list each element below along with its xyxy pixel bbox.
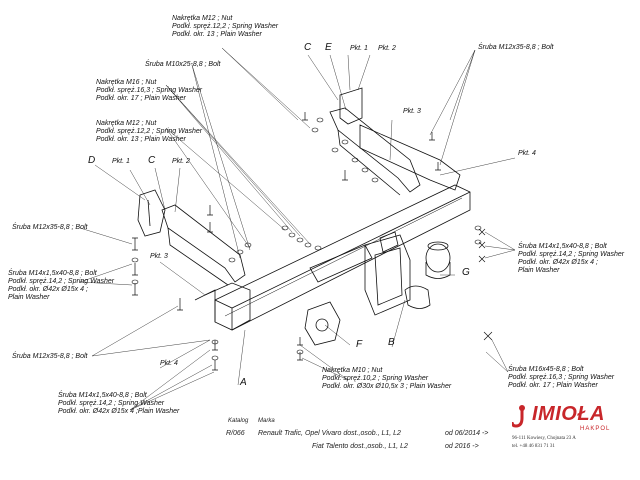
point-2-top: Pkt. 2 (378, 45, 396, 52)
part-C-left: C (148, 155, 156, 166)
vehicle-line-2: Fiat Talento dost.,osob., L1, L2 (312, 443, 408, 450)
part-A: A (240, 377, 247, 388)
catalog-number: R/066 (226, 430, 245, 437)
left-bracket-D (137, 189, 166, 237)
brand-logo: IMIOŁA (532, 403, 605, 425)
socket-plate-F (304, 301, 341, 346)
ball-mount-housing (364, 234, 411, 316)
part-E: E (325, 42, 332, 53)
part-D: D (88, 155, 96, 166)
point-1-left: Pkt. 1 (112, 158, 130, 165)
point-1-top: Pkt. 1 (350, 45, 368, 52)
katalog-header: Katalog (228, 418, 249, 424)
part-C-top: C (304, 42, 312, 53)
left-bracket-C (161, 204, 246, 283)
brand-address: 96-111 Kowiesy, Chojnata 23 A (512, 436, 576, 441)
ball-neck-B (404, 285, 431, 309)
bolts (132, 112, 493, 371)
point-4-left: Pkt. 4 (160, 360, 178, 367)
point-4-right: Pkt. 4 (518, 150, 536, 157)
label-bolt-m12-top-right: Śruba M12x35-8,8 ; Bolt (478, 44, 554, 51)
vehicle-date-2: od 2016 -> (445, 443, 479, 450)
washers (131, 117, 482, 361)
tow-ball-G (425, 243, 451, 273)
brand-subtitle: HAKPOL (580, 426, 611, 432)
marka-header: Marka (258, 418, 275, 424)
vehicle-line-1: Renault Trafic, Opel Vivaro dost.,osob.,… (258, 430, 401, 437)
right-bracket-C (329, 107, 421, 193)
brand-phone: tel. +48 46 831 71 31 (512, 444, 555, 449)
point-3-top: Pkt. 3 (403, 108, 421, 115)
label-bolt-m12-left2: Śruba M12x35-8,8 ; Bolt (12, 353, 88, 360)
part-B: B (388, 337, 395, 348)
part-F: F (356, 339, 363, 350)
left-end-plate (204, 282, 251, 331)
vehicle-date-1: od 06/2014 -> (445, 430, 489, 437)
point-2-left: Pkt. 2 (172, 158, 190, 165)
label-bolt-m12-left1: Śruba M12x35-8,8 ; Bolt (12, 224, 88, 231)
brand-hook-icon (512, 405, 525, 428)
point-3-left: Pkt. 3 (150, 253, 168, 260)
part-G: G (462, 267, 470, 278)
label-bolt-m10: Śruba M10x25-8,8 ; Bolt (145, 61, 221, 68)
